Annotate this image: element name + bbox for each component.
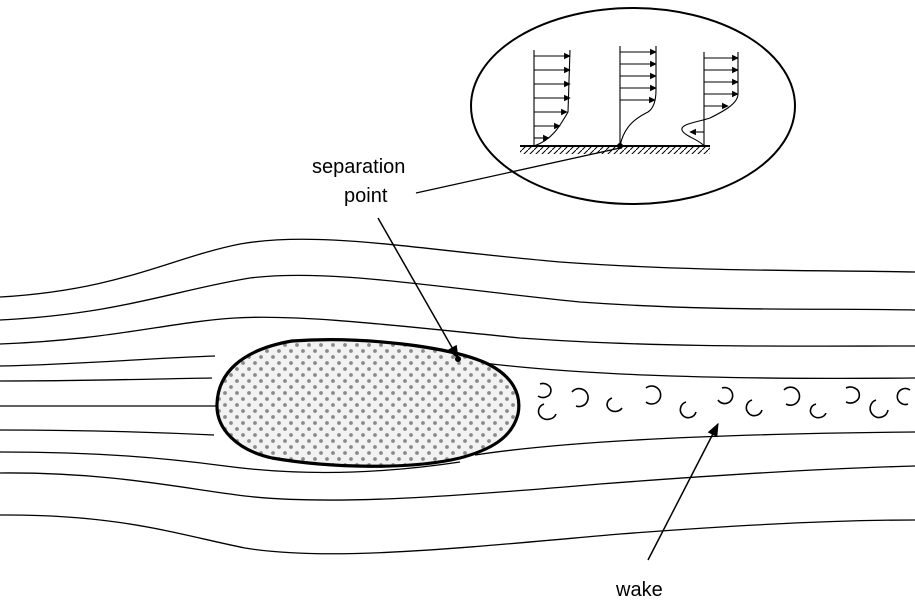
separation-inset-leader xyxy=(415,147,621,194)
separation-label-line2: point xyxy=(344,185,388,207)
separation-point-arrow xyxy=(377,217,459,360)
eddy xyxy=(745,399,763,417)
eddy xyxy=(571,387,589,408)
inset-ellipse xyxy=(470,7,796,205)
eddy xyxy=(645,385,662,405)
separation-label-line1: separation xyxy=(312,156,405,178)
eddy xyxy=(896,387,911,406)
wake-eddies xyxy=(537,382,911,421)
streamline xyxy=(0,451,461,474)
velocity-profile-attached xyxy=(533,49,571,147)
velocity-profile-separation xyxy=(617,46,657,149)
wake-label: wake xyxy=(615,579,663,601)
streamline xyxy=(0,377,213,382)
wake-arrow xyxy=(647,422,719,561)
velocity-profile-inset xyxy=(470,7,796,205)
eddy xyxy=(606,397,623,413)
streamline xyxy=(0,274,915,321)
streamlines xyxy=(0,238,915,555)
bluff-body xyxy=(215,338,521,468)
velocity-profile-reversed xyxy=(681,52,739,147)
eddy xyxy=(783,386,801,407)
streamline xyxy=(0,355,216,367)
eddy xyxy=(869,399,889,419)
wake-boundary-lower xyxy=(474,431,915,456)
streamline xyxy=(0,238,915,298)
eddy xyxy=(717,386,734,405)
streamline xyxy=(0,514,915,555)
wall-hatching xyxy=(520,146,710,154)
wake-boundary-upper xyxy=(459,359,915,380)
eddy xyxy=(845,386,861,404)
eddy xyxy=(537,382,552,399)
streamline xyxy=(0,465,915,501)
streamline xyxy=(0,316,915,347)
streamline xyxy=(0,429,215,436)
eddy xyxy=(809,403,827,419)
eddy xyxy=(679,401,697,419)
eddy xyxy=(537,403,557,421)
